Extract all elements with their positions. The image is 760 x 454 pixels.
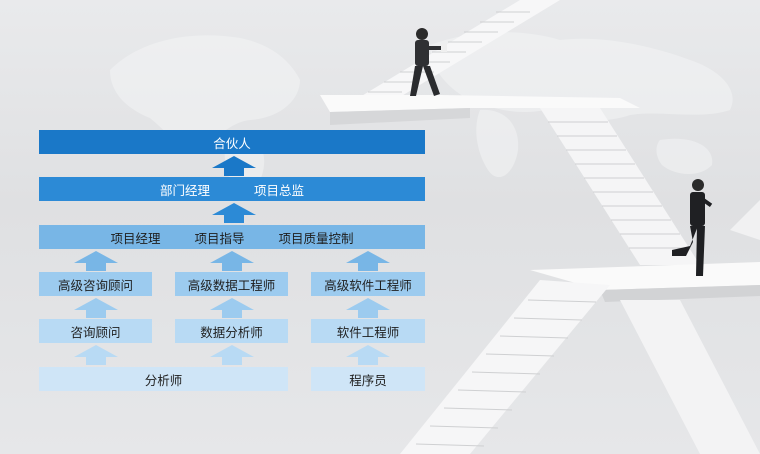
up-arrow-4b bbox=[210, 298, 254, 318]
senior-data-engineer-label: 高级数据工程师 bbox=[187, 277, 276, 293]
analyst-box: 分析师 bbox=[39, 367, 288, 391]
software-engineer-box: 软件工程师 bbox=[311, 319, 425, 343]
senior-data-engineer-box: 高级数据工程师 bbox=[175, 272, 288, 296]
up-arrow-5b bbox=[210, 345, 254, 365]
software-engineer-label: 软件工程师 bbox=[336, 324, 400, 340]
data-analyst-box: 数据分析师 bbox=[175, 319, 288, 343]
businessman-figure bbox=[410, 28, 447, 96]
up-arrow-3a bbox=[74, 251, 118, 271]
up-arrow-1 bbox=[212, 156, 256, 176]
up-arrow-4a bbox=[74, 298, 118, 318]
consultant-label: 咨询顾问 bbox=[70, 324, 121, 340]
level-project: 项目经理 项目指导 项目质量控制 bbox=[39, 225, 425, 249]
data-analyst-label: 数据分析师 bbox=[200, 324, 263, 340]
programmer-box: 程序员 bbox=[311, 367, 425, 391]
up-arrow-5c bbox=[346, 345, 390, 365]
up-arrow-3c bbox=[346, 251, 390, 271]
up-arrow-4c bbox=[346, 298, 390, 318]
project-quality-control-label: 项目质量控制 bbox=[278, 230, 354, 246]
lower-staircase bbox=[400, 280, 610, 454]
up-arrow-3b bbox=[210, 251, 254, 271]
partner-label: 合伙人 bbox=[213, 135, 251, 151]
analyst-label: 分析师 bbox=[144, 372, 183, 388]
upper-staircase bbox=[355, 0, 560, 100]
level-department: 部门经理 项目总监 bbox=[39, 177, 425, 201]
senior-consultant-box: 高级咨询顾问 bbox=[39, 272, 152, 296]
project-manager-label: 项目经理 bbox=[110, 230, 161, 246]
project-guidance-label: 项目指导 bbox=[194, 230, 245, 246]
level-partner: 合伙人 bbox=[39, 130, 425, 154]
up-arrow-2 bbox=[212, 203, 256, 223]
programmer-label: 程序员 bbox=[349, 372, 387, 388]
senior-software-engineer-box: 高级软件工程师 bbox=[311, 272, 425, 296]
middle-staircase bbox=[540, 108, 700, 265]
project-director-label: 项目总监 bbox=[254, 182, 305, 198]
senior-consultant-label: 高级咨询顾问 bbox=[57, 277, 133, 293]
senior-software-engineer-label: 高级软件工程师 bbox=[324, 277, 412, 293]
up-arrow-5a bbox=[74, 345, 118, 365]
consultant-box: 咨询顾问 bbox=[39, 319, 152, 343]
businesswoman-figure bbox=[672, 179, 713, 276]
department-manager-label: 部门经理 bbox=[159, 182, 210, 198]
